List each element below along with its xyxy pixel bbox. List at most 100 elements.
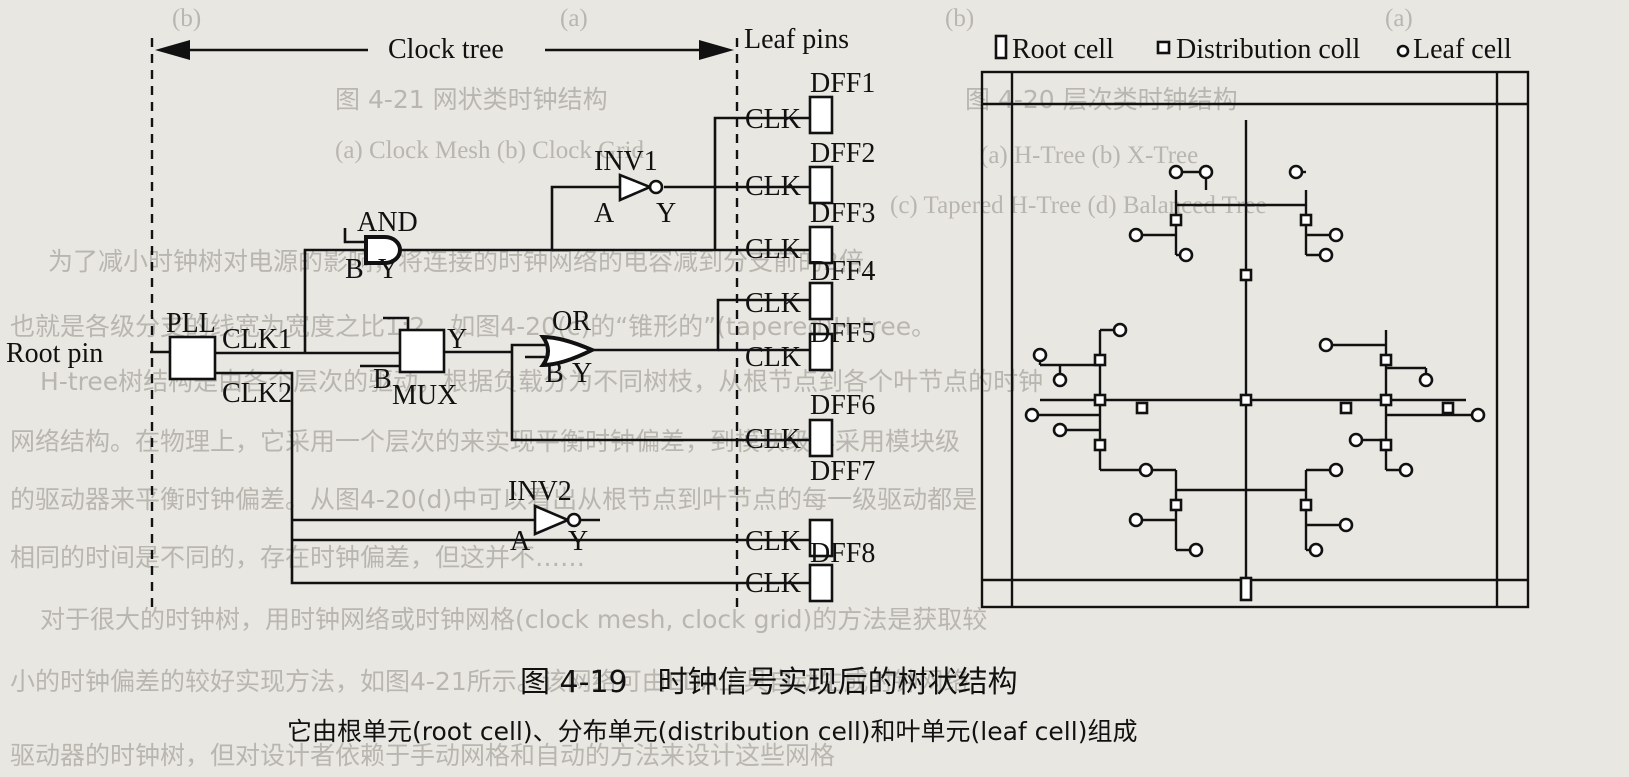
or-gate [539,334,597,368]
dff-name: DFF7 [810,456,875,487]
distribution-cell-icon [1379,438,1393,452]
leaf-cell-icon [1128,227,1144,243]
background-page-text: (b) (a) (b) (a) 图 4-21 网状类时钟结构 图 4-20 层次… [10,5,1413,770]
flip-flop-dff2: DFF2 CLK [745,138,875,205]
ghost-text: 网络结构。在物理上，它采用一个层次的来实现平衡时钟偏差，到模块级再采用模块级 [10,427,960,456]
leaf-cell-icon [1318,337,1334,353]
or-pin-b-label: B [545,358,564,389]
ghost-text: 为了减小时钟树对电源的影响，将连接的时钟网络的电容减到分支前的2倍， [48,247,889,276]
chip-outline [980,70,1530,609]
dff-box [808,518,834,558]
inv1-pin-a-label: A [594,198,615,229]
dff-box [808,281,834,321]
or-label: OR [552,306,591,337]
dff-name: DFF1 [810,68,875,99]
wire-and-to-inv1 [400,185,620,252]
leaf-cells [1024,164,1486,558]
ghost-text: (a) [1385,5,1413,32]
dff-name: DFF8 [810,538,875,569]
distribution-cell-icon [1093,438,1107,452]
ghost-text: 图 4-20 层次类时钟结构 [965,85,1238,114]
wire-or-to-dff4 [592,298,810,352]
dff-box [808,225,834,265]
leaf-cell-icon [1052,372,1068,388]
pll-label: PLL [166,308,216,339]
inv2-label: INV2 [508,476,572,507]
legend-root-cell-label: Root cell [1012,34,1114,65]
leaf-cell-icon [1032,347,1048,363]
dff-clk-pin-label: CLK [745,234,801,265]
leaf-cell-icon [1178,247,1194,263]
leaf-cell-icon [1328,227,1344,243]
flip-flop-dff8: DFF8 CLK [745,538,875,603]
leaf-cell-icon [1138,462,1154,478]
flip-flop-dff7: DFF7 CLK [745,456,875,558]
leaf-cell-icon [1328,462,1344,478]
legend-leaf-cell-label: Leaf cell [1413,34,1512,65]
root-pin-label: Root pin [6,338,103,369]
distribution-cell-icon [1441,401,1455,415]
dff-name: DFF4 [810,256,875,287]
inv1-pin-y-label: Y [656,198,676,229]
dff-name: DFF3 [810,198,875,229]
leaf-cell-icon [1348,432,1364,448]
distribution-cell-icon [1379,353,1393,367]
leaf-cell-icon [1308,542,1324,558]
dff-box [808,332,834,372]
and-label: AND [357,207,418,238]
flip-flop-dff4: DFF4 CLK [745,256,875,321]
distribution-cell-icon [1093,353,1107,367]
dff-box [808,95,834,135]
mux-pin-b-label: B [373,364,392,395]
leaf-cell-icon [1024,407,1040,423]
root-cell-icon [1239,576,1253,602]
inv2-pin-y-label: Y [568,526,588,557]
clock-tree-span-arrow [155,40,734,60]
mux-block [398,328,446,374]
distribution-cell-icon [1239,393,1253,407]
figure-caption-subtitle: 它由根单元(root cell)、分布单元(distribution cell)… [287,717,1137,746]
leaf-cell-icon [1168,164,1184,180]
mux-label: MUX [392,380,457,411]
inverter-2-bubble [566,512,582,528]
distribution-cell-icon [1239,268,1253,282]
ghost-text: (a) [560,5,588,32]
ghost-text: 的驱动器来平衡时钟偏差。从图4-20(d)中可以看出从根节点到叶节点的每一级驱动… [10,485,977,514]
dff-box [808,563,834,603]
ghost-text: 相同的时间是不同的，存在时钟偏差，但这并不…… [10,543,585,572]
leaf-cell-icon [1398,462,1414,478]
inverter-1-gate [618,173,654,202]
arrow-head-left-icon [155,40,190,60]
mux-pin-y-label: Y [447,324,467,355]
dff-clk-pin-label: CLK [745,342,801,373]
ghost-text: 小的时钟偏差的较好实现方法，如图4-21所示。该网络可由EDA工具自动生成时钟网… [10,667,968,696]
inverter-2-gate [533,504,572,536]
dff-name: DFF2 [810,138,875,169]
dff-clk-pin-label: CLK [745,424,801,455]
dff-box [808,418,834,458]
flip-flop-dff3: DFF3 CLK [745,198,875,265]
clk1-label: CLK1 [222,324,292,355]
legend-root-cell-icon [994,34,1008,60]
clk2-label: CLK2 [222,378,292,409]
wire-to-dff6 [510,352,810,442]
distribution-cell-icon [1169,498,1183,512]
wire-mux-to-or [510,343,545,352]
wire-mux-select [383,316,410,330]
and-pin-b-label: B [345,254,364,285]
leaf-cell-icon [1418,372,1434,388]
wire-to-dff1 [713,116,810,250]
clock-wires [150,116,810,585]
leaf-cell-icon [1338,517,1354,533]
leaf-pins-label: Leaf pins [744,24,849,55]
ghost-text: (a) H-Tree (b) X-Tree [980,142,1198,169]
legend-distribution-cell-label: Distribution coll [1176,34,1361,65]
or-pin-y-label: Y [572,358,592,389]
distribution-cell-icon [1339,401,1353,415]
ghost-text: 对于很大的时钟树，用时钟网络或时钟网格(clock mesh, clock gr… [40,605,987,634]
wire-clk2 [215,371,810,585]
leaf-cell-icon [1112,322,1128,338]
wire-clk1-to-and [303,248,366,353]
dff-clk-pin-label: CLK [745,568,801,599]
